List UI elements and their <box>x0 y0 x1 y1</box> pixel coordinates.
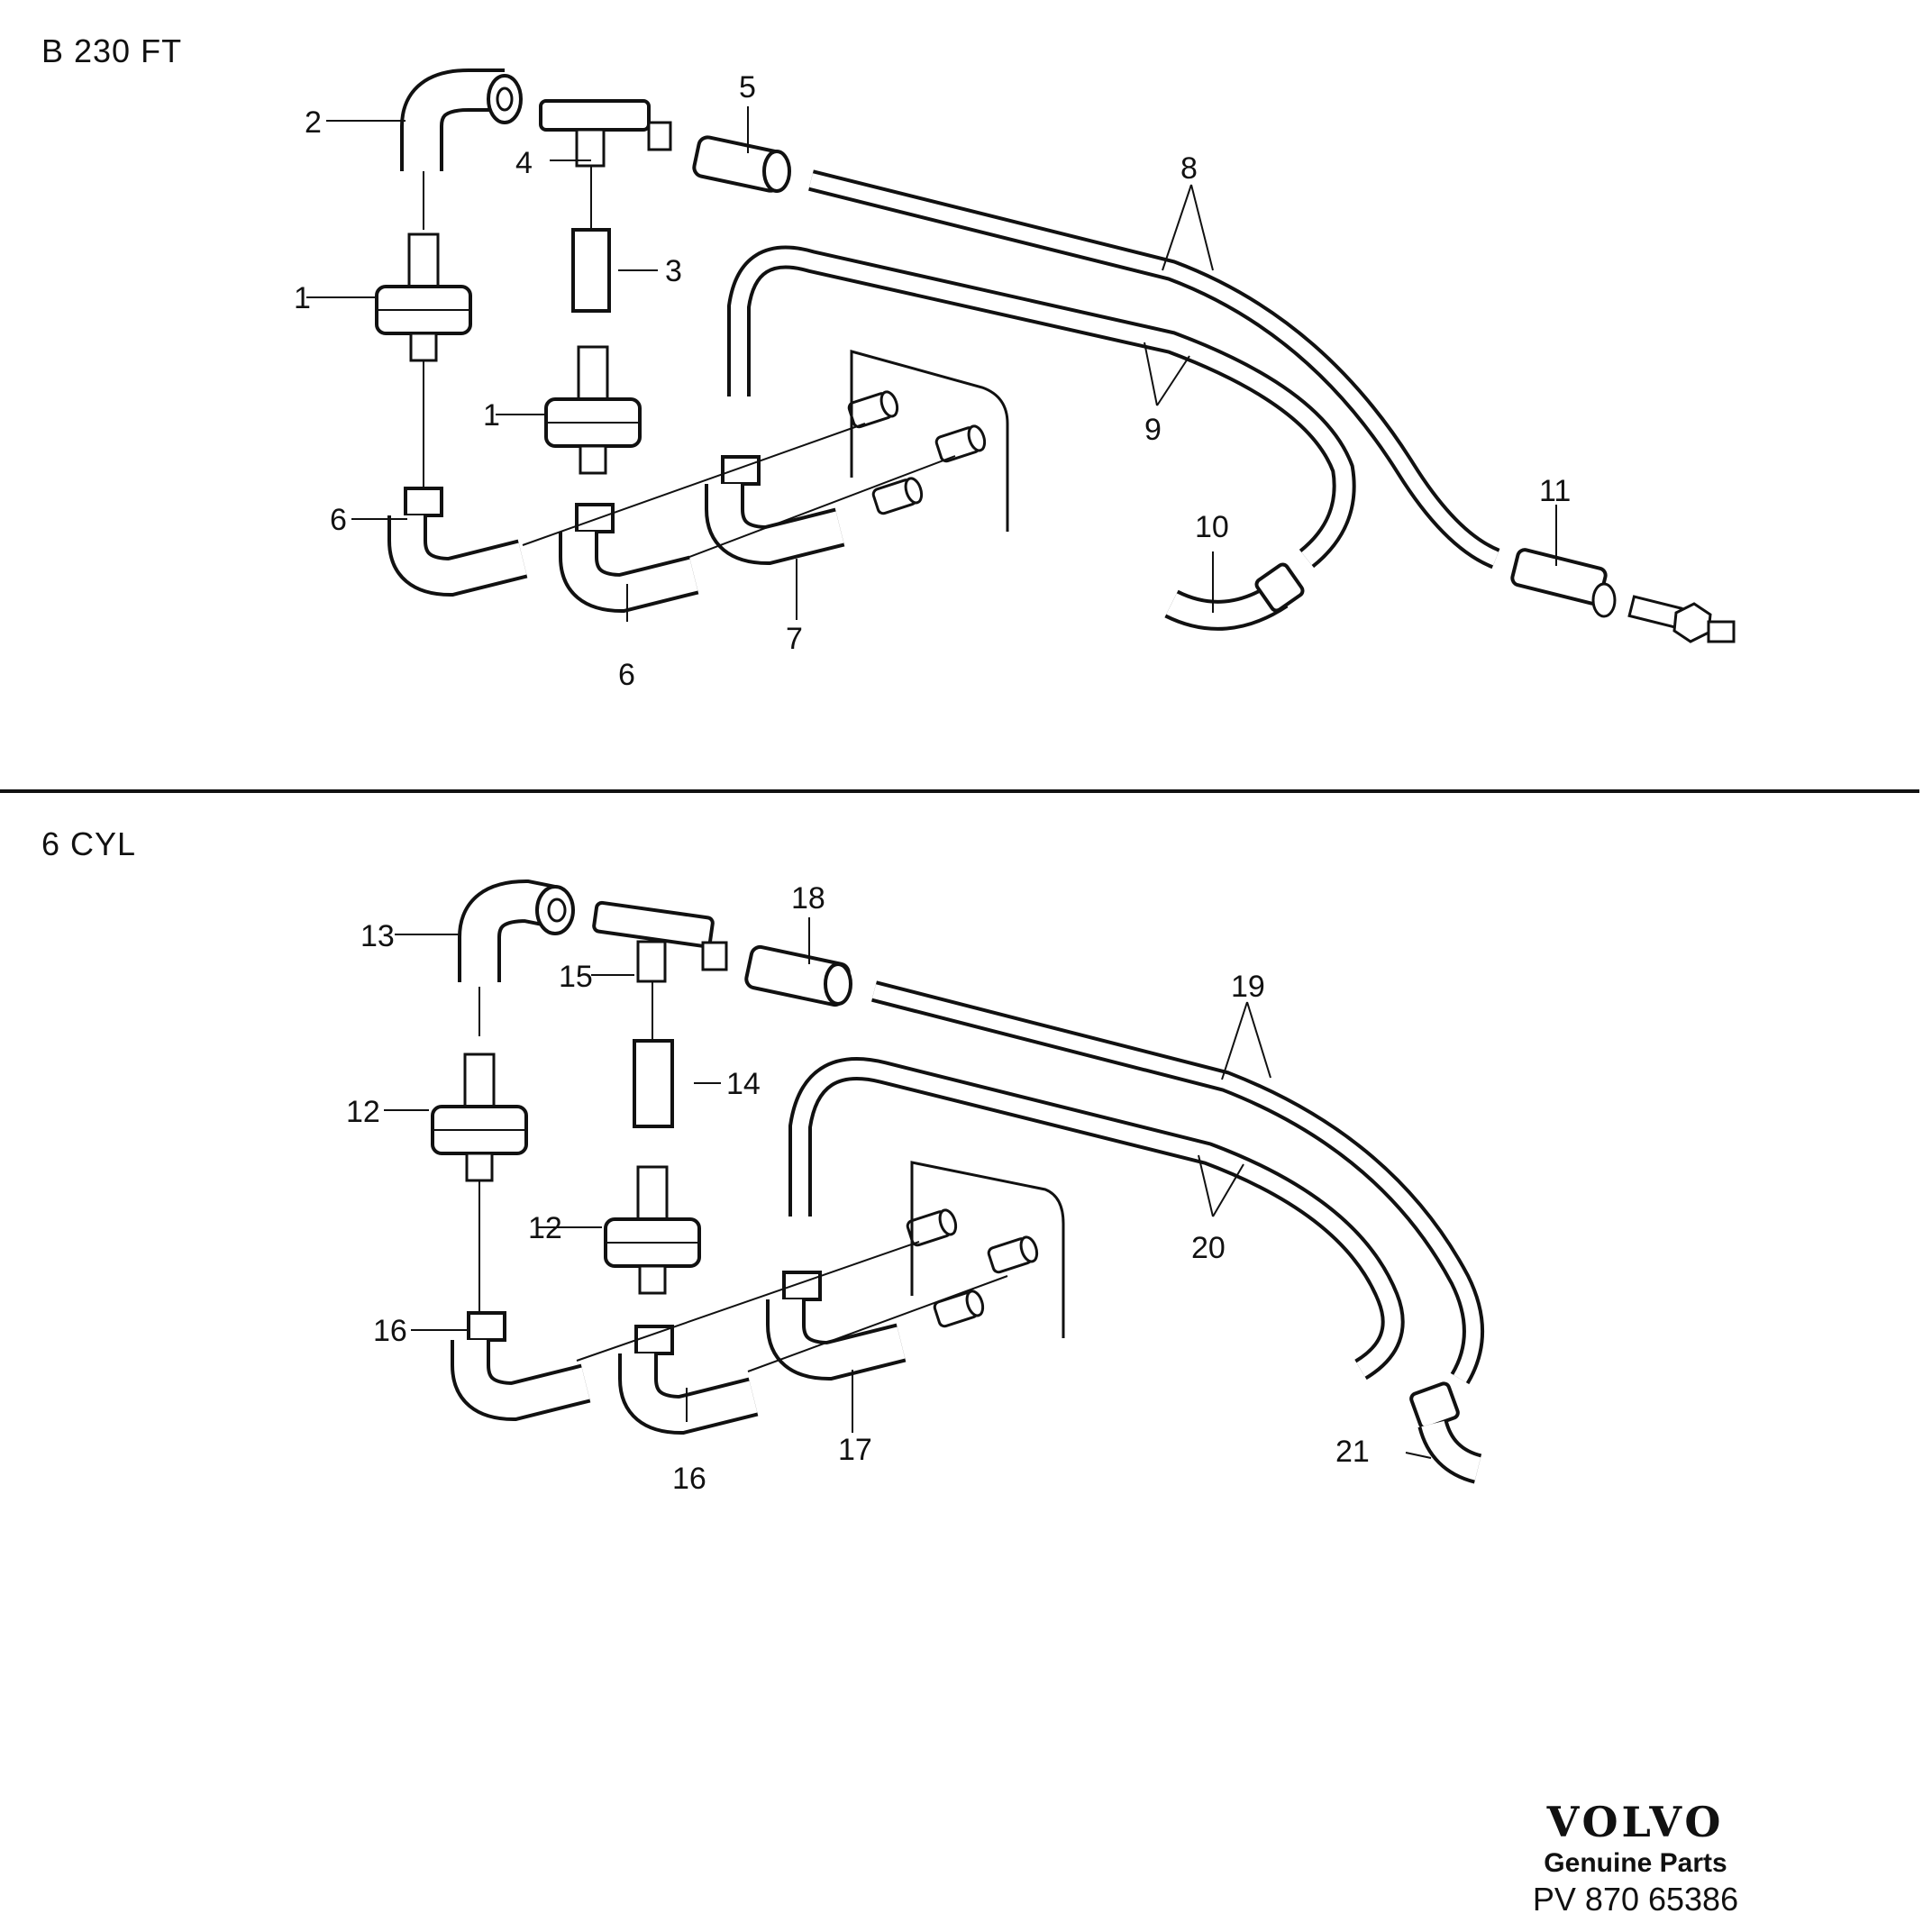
bracket-bottom <box>910 1161 1065 1338</box>
part-13-elbow <box>458 879 575 982</box>
part-1-valve-left <box>375 232 472 362</box>
callout-12-left: 12 <box>346 1095 380 1129</box>
section-title-b230ft: B 230 FT <box>41 32 183 69</box>
part-11-connector <box>1510 548 1736 643</box>
callout-18: 18 <box>791 881 825 916</box>
part-6-elbow-left <box>406 488 523 577</box>
callout-7: 7 <box>786 622 803 656</box>
part-3-hose <box>571 228 611 313</box>
sleeve-d <box>905 1207 961 1248</box>
part-16-elbow-left <box>469 1313 586 1401</box>
part-1-valve-right <box>544 345 642 475</box>
part-12-valve-left <box>431 1053 528 1182</box>
part-17-elbow <box>784 1272 901 1361</box>
callout-10: 10 <box>1195 510 1229 544</box>
part-10-elbow <box>1164 562 1305 631</box>
part-7-elbow <box>723 457 840 545</box>
callout-4: 4 <box>515 146 533 180</box>
part-18-sleeve <box>744 944 852 1007</box>
part-16-elbow-right <box>636 1326 753 1415</box>
section-divider <box>0 789 1919 793</box>
callout-11: 11 <box>1539 474 1571 508</box>
section-title-6cyl: 6 CYL <box>41 825 137 862</box>
callout-1-right: 1 <box>483 398 500 433</box>
callout-21: 21 <box>1335 1435 1370 1469</box>
bracket-top <box>850 350 1009 532</box>
callout-12-right: 12 <box>528 1211 562 1245</box>
part-12-valve-right <box>604 1165 701 1295</box>
callout-19: 19 <box>1231 970 1265 1004</box>
callout-16-right: 16 <box>672 1462 706 1496</box>
callout-15: 15 <box>559 960 593 994</box>
sleeve-a <box>846 388 902 430</box>
callout-6-right: 6 <box>618 658 635 692</box>
part-5-sleeve <box>692 135 791 193</box>
part-2-elbow <box>400 68 523 171</box>
diagram-code: PV 870 65386 <box>1532 1881 1739 1918</box>
brand-subtitle: Genuine Parts <box>1544 1848 1727 1878</box>
part-21-elbow <box>1409 1381 1482 1484</box>
callout-14: 14 <box>726 1067 761 1101</box>
callout-16-left: 16 <box>373 1314 407 1348</box>
callout-5: 5 <box>739 70 756 105</box>
sleeve-f <box>932 1288 988 1329</box>
callout-3: 3 <box>665 254 682 288</box>
callout-8: 8 <box>1180 151 1198 186</box>
part-15-tee <box>592 900 728 983</box>
part-6-elbow-right <box>577 505 694 593</box>
volvo-logo: VOLVO <box>1546 1798 1725 1846</box>
sleeve-b <box>934 423 989 464</box>
top-assembly: 1 2 3 4 5 6 1 6 7 8 9 10 11 <box>294 68 1736 692</box>
callout-1-left: 1 <box>294 281 311 315</box>
part-4-tee <box>539 99 672 168</box>
callout-20: 20 <box>1191 1231 1226 1265</box>
brand-block: VOLVO Genuine Parts PV 870 65386 <box>1487 1798 1784 1918</box>
callout-6-left: 6 <box>330 503 347 537</box>
callout-13: 13 <box>360 919 395 953</box>
callout-17: 17 <box>838 1433 872 1467</box>
part-14-hose <box>633 1039 674 1128</box>
bottom-assembly: 13 15 14 12 12 16 16 17 18 19 20 21 <box>346 879 1484 1496</box>
sleeve-c <box>870 475 926 516</box>
callout-9: 9 <box>1144 413 1162 447</box>
callout-2: 2 <box>305 105 322 140</box>
sleeve-e <box>986 1234 1042 1275</box>
